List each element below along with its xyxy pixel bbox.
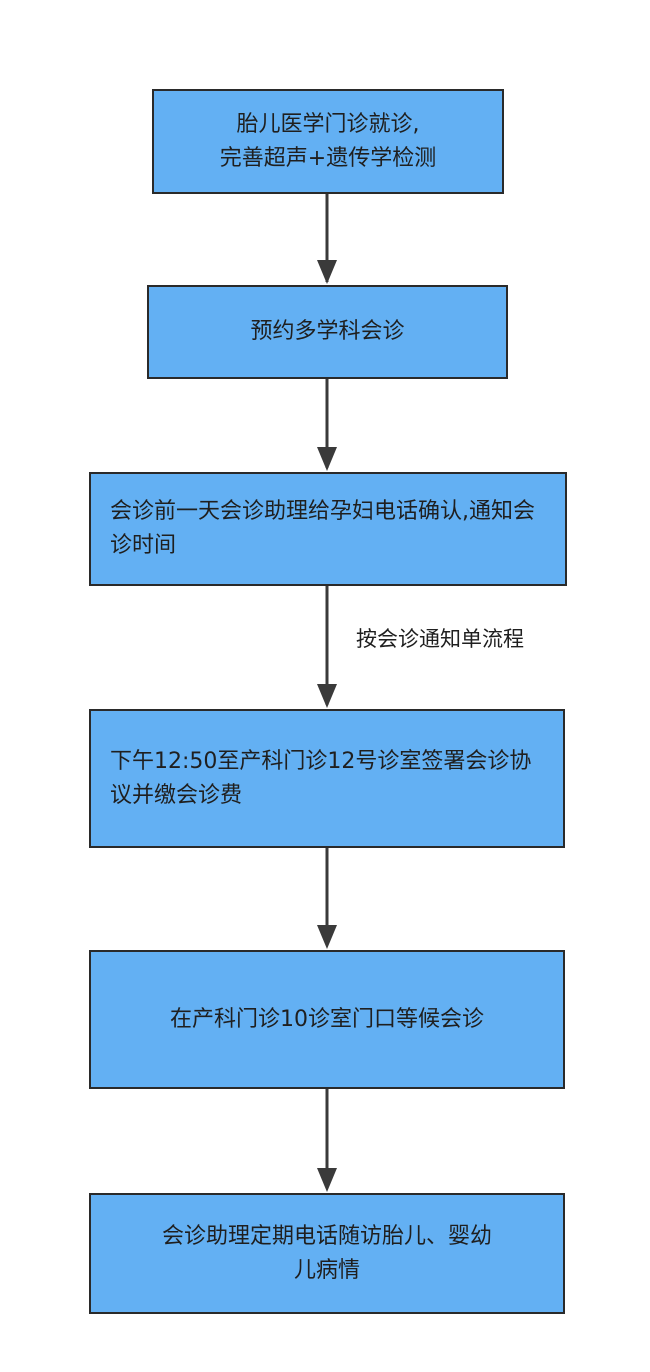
flow-step-5-text: 在产科门诊10诊室门口等候会诊	[170, 1006, 484, 1032]
flow-step-6-text: 会诊助理定期电话随访胎儿、婴幼 儿病情	[161, 1223, 492, 1283]
arrowhead-step5-to-step6	[317, 1168, 337, 1192]
arrowhead-step3-to-step4	[317, 684, 337, 708]
flow-step-2: 预约多学科会诊	[147, 285, 508, 379]
flow-step-1: 胎儿医学门诊就诊, 完善超声+遗传学检测	[152, 89, 504, 194]
flow-step-5: 在产科门诊10诊室门口等候会诊	[89, 950, 565, 1089]
flow-step-2-text: 预约多学科会诊	[250, 319, 405, 344]
flow-step-3: 会诊前一天会诊助理给孕妇电话确认,通知会诊时间	[89, 472, 567, 586]
flow-step-4: 下午12:50至产科门诊12号诊室签署会诊协议并缴会诊费	[89, 709, 565, 848]
arrowhead-step4-to-step5	[317, 925, 337, 949]
arrowhead-step1-to-step2	[317, 260, 337, 284]
flow-step-6: 会诊助理定期电话随访胎儿、婴幼 儿病情	[89, 1193, 565, 1314]
arrowhead-step2-to-step3	[317, 447, 337, 471]
flow-step-4-text: 下午12:50至产科门诊12号诊室签署会诊协议并缴会诊费	[110, 748, 532, 808]
flow-step-1-text: 胎儿医学门诊就诊, 完善超声+遗传学检测	[219, 111, 437, 171]
flow-step-3-text: 会诊前一天会诊助理给孕妇电话确认,通知会诊时间	[110, 499, 535, 558]
edge-label-step3-to-step4: 按会诊通知单流程	[356, 627, 524, 651]
